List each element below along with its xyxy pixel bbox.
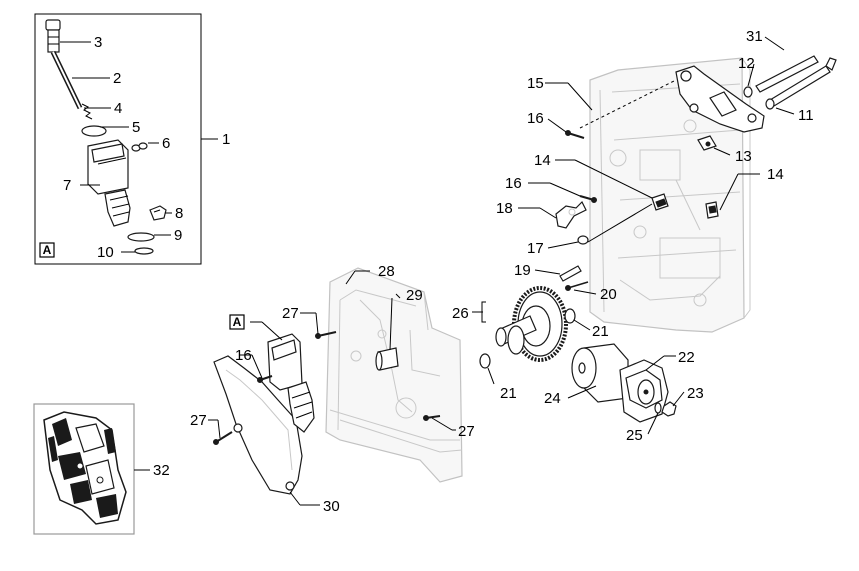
view-tag-a-main [229, 314, 245, 330]
label-29: 29 [406, 287, 423, 304]
part-13-knob [697, 135, 717, 151]
part-a-valve-assembly [267, 333, 315, 433]
label-27-left: 27 [190, 412, 207, 429]
part-16-screw-lower [257, 375, 273, 383]
upper-right-frame [589, 57, 751, 333]
part-17-o-ring [577, 235, 589, 245]
label-30: 30 [323, 498, 340, 515]
label-19: 19 [514, 262, 531, 279]
view-tag-a-inset-text: A [43, 243, 52, 257]
view-tag-a-main-text: A [233, 315, 242, 329]
part-27-screw-right [423, 415, 441, 421]
label-5: 5 [132, 119, 140, 136]
label-32: 32 [153, 462, 170, 479]
part-7-body [87, 139, 131, 227]
part-2-shaft [50, 50, 83, 110]
label-16-mid: 16 [505, 175, 522, 192]
part-27-screw-left [213, 431, 233, 445]
label-9: 9 [174, 227, 182, 244]
label-27-upper: 27 [282, 305, 299, 322]
part-26-gear [495, 286, 568, 362]
part-3-fitting [45, 19, 61, 53]
part-12-ring [743, 86, 753, 98]
part-4-spring [81, 103, 93, 120]
label-16-lower: 16 [235, 347, 252, 364]
part-10-o-ring [134, 247, 154, 255]
label-15: 15 [527, 75, 544, 92]
part-25-washer [654, 402, 662, 414]
label-17: 17 [527, 240, 544, 257]
label-21-right: 21 [592, 323, 609, 340]
part-18-lever [555, 200, 587, 229]
label-24: 24 [544, 390, 561, 407]
label-26: 26 [452, 305, 469, 322]
label-22: 22 [678, 349, 695, 366]
label-20: 20 [600, 286, 617, 303]
part-21-ring-left [479, 353, 491, 369]
part-20-screw [565, 281, 589, 291]
label-6: 6 [162, 135, 170, 152]
part-19-pin [559, 265, 582, 282]
label-3: 3 [94, 34, 102, 51]
label-18: 18 [496, 200, 513, 217]
part-6-rings [131, 142, 148, 152]
complete-unit-thumbnail [43, 411, 127, 525]
part-21-ring-right [564, 308, 576, 324]
label-23: 23 [687, 385, 704, 402]
part-14-clip-b [705, 201, 719, 219]
part-22-gearbox [619, 359, 669, 423]
part-9-o-ring [127, 232, 155, 242]
inset-overview-32 [33, 403, 150, 535]
label-8: 8 [175, 205, 183, 222]
inset-detail-a: A 3 2 4 5 6 7 8 9 10 [34, 13, 218, 265]
label-27-right: 27 [458, 423, 475, 440]
label-31: 31 [746, 28, 763, 45]
part-16-screw-top [565, 130, 585, 139]
label-4: 4 [114, 100, 122, 117]
label-13: 13 [735, 148, 752, 165]
label-14-left: 14 [534, 152, 551, 169]
part-14-clip-a [651, 193, 669, 211]
part-8-clip [149, 205, 167, 221]
label-28: 28 [378, 263, 395, 280]
label-10: 10 [97, 244, 114, 261]
view-tag-a-inset [39, 242, 55, 258]
part-5-ring [81, 125, 107, 137]
part-16-screw-mid [579, 195, 597, 203]
label-7: 7 [63, 177, 71, 194]
label-1: 1 [222, 131, 230, 148]
label-12: 12 [738, 55, 755, 72]
label-25: 25 [626, 427, 643, 444]
part-30-plate [213, 355, 303, 495]
part-24-motor [571, 343, 629, 403]
label-16-top: 16 [527, 110, 544, 127]
part-31-rods [755, 55, 837, 107]
part-23-nut [661, 401, 677, 417]
part-11-ring [765, 98, 775, 110]
part-29-pin [375, 347, 399, 371]
label-2: 2 [113, 70, 121, 87]
label-11: 11 [798, 107, 814, 124]
linkage-plate [675, 65, 765, 133]
label-14-right: 14 [767, 166, 784, 183]
label-21-left: 21 [500, 385, 517, 402]
part-28-side-frame [325, 267, 463, 483]
